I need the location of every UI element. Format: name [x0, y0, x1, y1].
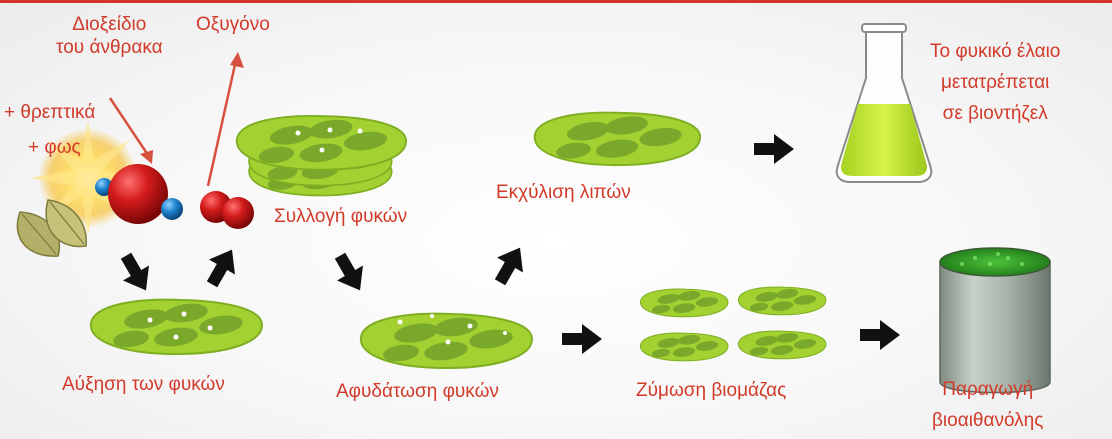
- algae-dewater-droplets: [397, 314, 507, 345]
- label-oil-line2: μετατρέπεται: [940, 72, 1050, 93]
- biomass-bin-icon: [939, 247, 1051, 394]
- algae-growth-cells: [147, 311, 213, 340]
- label-algae-harvest: Συλλογή φυκών: [274, 206, 408, 227]
- top-border: [0, 0, 1112, 3]
- co2-molecule-icon: [95, 164, 183, 224]
- algae-fermentation-group-icon: [639, 286, 827, 362]
- arrow-to-oxygen: [199, 242, 245, 292]
- co2-red-arrow: [108, 97, 153, 164]
- label-lipid-extraction: Εκχύλιση λιπών: [496, 182, 631, 203]
- arrow-to-bin: [860, 320, 900, 350]
- label-oil-line3: σε βιοντήζελ: [942, 103, 1048, 124]
- label-bioethanol-production: Παραγωγή βιοαιθανόλης: [932, 378, 1043, 432]
- algae-extraction-icon: [533, 111, 702, 167]
- label-co2-line1: Διοξείδιο: [72, 14, 147, 35]
- arrow-to-growth: [113, 248, 159, 298]
- label-algae-growth: Αύξηση των φυκών: [62, 374, 225, 395]
- label-nutrients: + θρεπτικά: [4, 102, 96, 123]
- label-light: + φως: [28, 137, 81, 158]
- oxygen-red-arrow: [206, 52, 244, 187]
- label-co2-line2: του άνθρακα: [56, 37, 163, 58]
- label-biomass-fermentation: Ζύμωση βιομάζας: [636, 380, 787, 401]
- label-algae-dewatering: Αφυδάτωση φυκών: [336, 381, 499, 402]
- label-ethanol-line2: βιοαιθανόλης: [932, 410, 1044, 431]
- oxygen-molecule-icon: [200, 191, 254, 229]
- label-ethanol-line1: Παραγωγή: [942, 379, 1034, 400]
- label-oil-line1: Το φυκικό έλαιο: [930, 41, 1061, 62]
- arrow-to-fermentation: [562, 324, 602, 354]
- label-oil-to-biodiesel: Το φυκικό έλαιο μετατρέπεται σε βιοντήζε…: [930, 40, 1060, 125]
- algae-growth-icon: [89, 298, 263, 355]
- leaves-icon: [16, 199, 87, 257]
- arrow-to-dewater: [327, 248, 373, 298]
- label-carbon-dioxide: Διοξείδιο του άνθρακα: [56, 13, 163, 59]
- algae-harvest-stack-icon: [235, 114, 408, 197]
- flask-icon: [835, 23, 933, 183]
- label-oxygen: Οξυγόνο: [196, 14, 270, 35]
- arrow-to-flask: [754, 134, 794, 164]
- arrow-to-extraction: [487, 240, 533, 290]
